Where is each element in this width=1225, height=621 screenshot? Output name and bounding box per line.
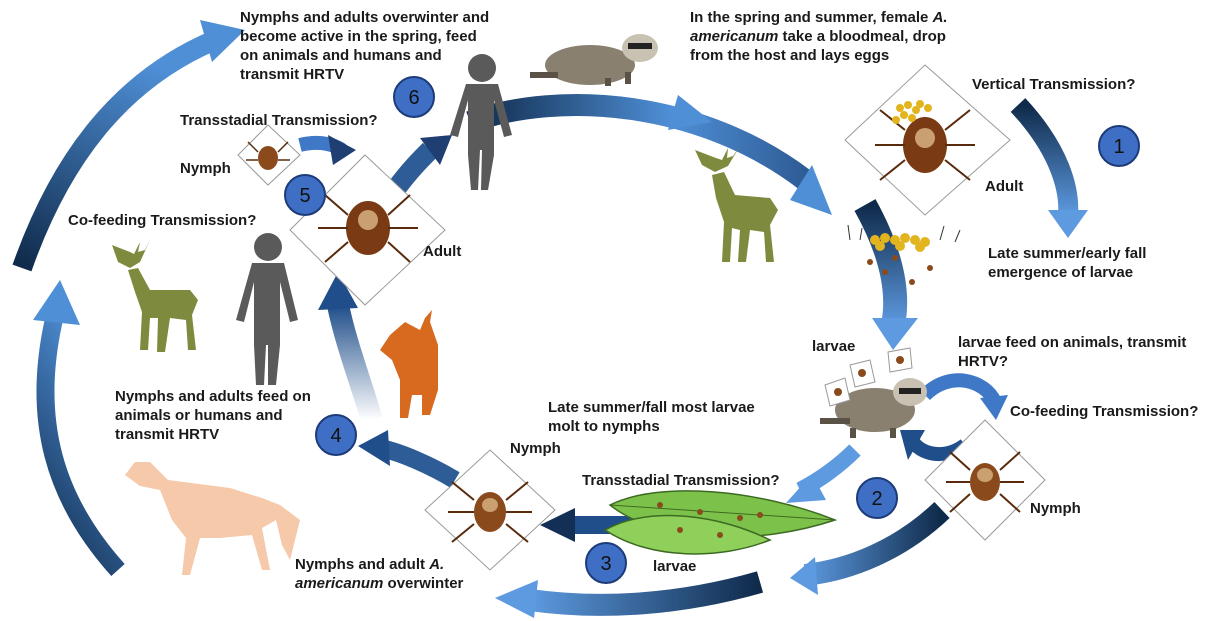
text-late-summer-emergence: Late summer/early fall emergence of larv… xyxy=(988,244,1146,282)
label-nymph-bottom: Nymph xyxy=(510,440,561,457)
arrow-transstadial-top xyxy=(300,135,356,165)
arrow-vertical-transmission xyxy=(1018,105,1088,238)
text-cofeeding-right: Co-feeding Transmission? xyxy=(1010,403,1198,420)
arrow-nymph-to-left xyxy=(358,430,455,480)
step-circle-3: 3 xyxy=(586,543,626,583)
step-number-6: 6 xyxy=(408,87,419,109)
text-nymphs-adults-feed: Nymphs and adults feed on animals or hum… xyxy=(115,387,311,444)
label-nymph-left: Nymph xyxy=(180,160,231,177)
label-adult-right: Adult xyxy=(985,178,1023,195)
text-transstadial-top: Transstadial Transmission? xyxy=(180,112,378,129)
tick-card-nymph-top xyxy=(238,125,300,185)
arrow-to-leaf xyxy=(786,450,855,503)
step-number-4: 4 xyxy=(330,425,341,447)
outer-arrow-left-lower xyxy=(33,280,118,570)
step-number-1: 1 xyxy=(1113,136,1124,158)
step-number-3: 3 xyxy=(600,553,611,575)
text-transstadial-bottom: Transstadial Transmission? xyxy=(582,472,780,489)
step-circle-4: 4 xyxy=(316,415,356,455)
horse-silhouette xyxy=(125,462,300,575)
arrow-top-arc xyxy=(470,95,832,215)
step-number-2: 2 xyxy=(871,488,882,510)
label-larvae-top: larvae xyxy=(812,338,855,355)
human-figure-left xyxy=(236,233,298,385)
step-circle-2: 2 xyxy=(857,478,897,518)
label-adult-left: Adult xyxy=(423,243,461,260)
text-larvae-feed: larvae feed on animals, transmit HRTV? xyxy=(958,333,1186,371)
label-nymph-right: Nymph xyxy=(1030,500,1081,517)
arrow-adult-to-human xyxy=(395,135,452,190)
step-circle-1: 1 xyxy=(1099,126,1139,166)
step-circle-5: 5 xyxy=(285,175,325,215)
label-larvae-bottom: larvae xyxy=(653,558,696,575)
arrow-right-down xyxy=(865,205,918,350)
text-overwinter-americanum: Nymphs and adult A. americanum overwinte… xyxy=(295,555,463,593)
text-vertical-transmission: Vertical Transmission? xyxy=(972,76,1135,93)
text-molt-nymphs: Late summer/fall most larvae molt to nym… xyxy=(548,398,755,436)
outer-arrow-left-upper xyxy=(22,20,245,268)
text-overwinter-spring: Nymphs and adults overwinter and become … xyxy=(240,8,489,84)
deer-left xyxy=(112,240,198,352)
text-cofeeding-left: Co-feeding Transmission? xyxy=(68,212,256,229)
raccoon-top xyxy=(530,34,658,86)
text-spring-summer-bloodmeal: In the spring and summer, female A. amer… xyxy=(690,8,948,65)
step-number-5: 5 xyxy=(299,185,310,207)
dog-silhouette xyxy=(380,310,438,418)
